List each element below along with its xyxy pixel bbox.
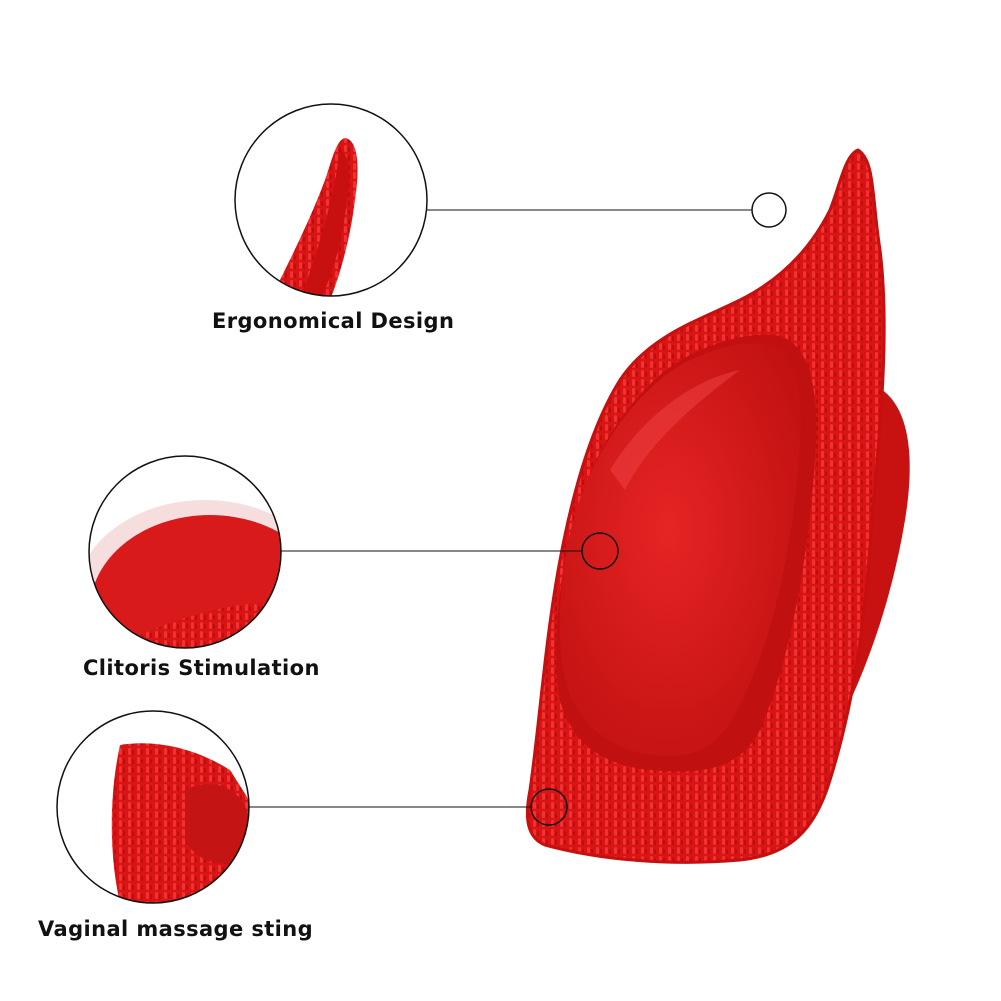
callout-ring-mid [88,455,282,649]
bristle-edge-detail-icon [57,711,249,903]
bristle-tip-detail-icon [235,104,427,296]
product-suction-cup [559,343,801,757]
callout-clitoris [88,455,619,649]
callout-ring-top [234,103,428,297]
callout-label-ergonomic: Ergonomical Design [212,309,455,333]
product-main [525,148,910,864]
callout-vaginal [56,710,568,904]
callout-target-mid [581,532,619,570]
callout-target-top [751,192,787,228]
callout-target-bot [530,788,568,826]
product-cup-highlight [610,370,740,490]
suction-cup-detail-icon [89,456,281,648]
callout-ergonomic [234,103,787,297]
callout-label-vaginal: Vaginal massage sting [38,917,314,941]
callout-label-clitoris: Clitoris Stimulation [83,656,320,680]
